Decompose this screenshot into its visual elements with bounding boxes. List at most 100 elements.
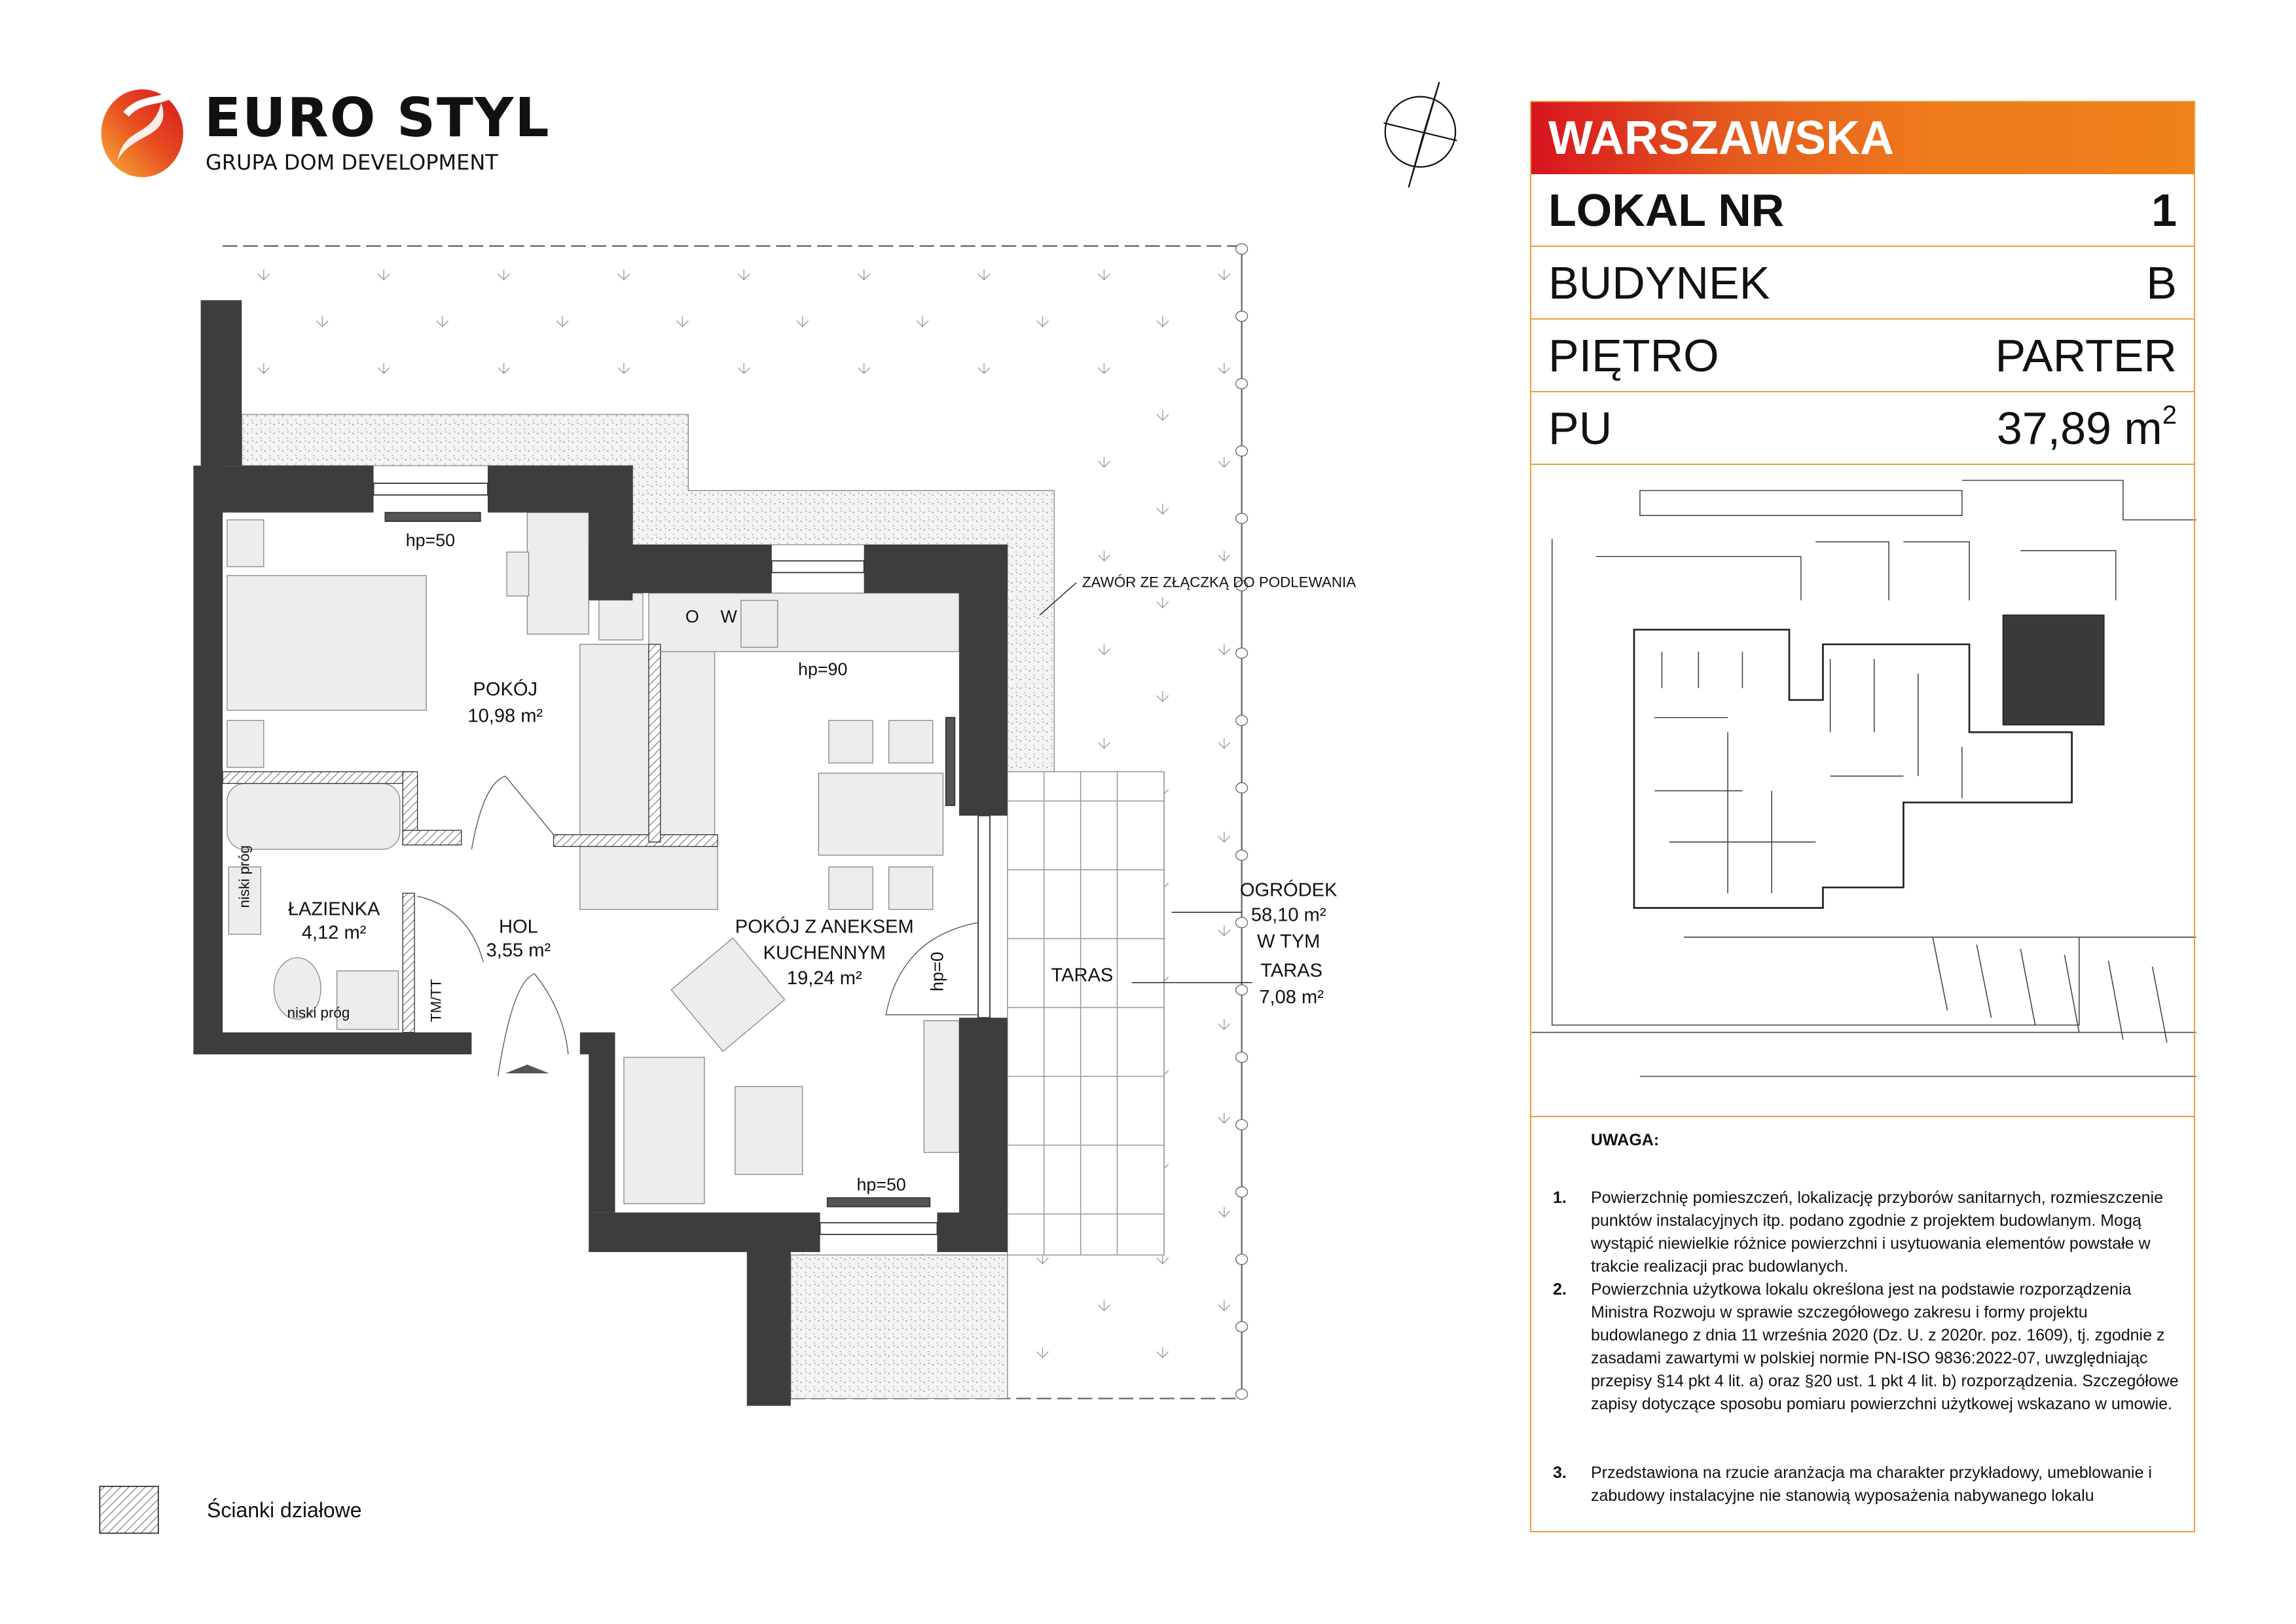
room-area-salon: 19,24 m² (787, 968, 862, 989)
grass-mark (316, 316, 329, 327)
info-row-pu: PU 37,89 m2 (1531, 392, 2194, 465)
grass-mark (1156, 1347, 1169, 1358)
area-unit-sup: 2 (2162, 400, 2177, 430)
room-area-hol: 3,55 m² (486, 940, 551, 961)
gravel-strip (241, 414, 1055, 1399)
fence-post (1235, 1253, 1248, 1265)
fence-post (1235, 1052, 1248, 1063)
hp-living: hp=50 (856, 1175, 905, 1194)
room-name-pokoj: POKÓJ (473, 678, 538, 700)
grass-mark (1036, 1347, 1049, 1358)
grass-mark (1156, 597, 1169, 608)
note-number: 2. (1553, 1280, 1567, 1299)
chair (506, 551, 530, 597)
hp-door: hp=0 (927, 952, 947, 991)
note-number: 3. (1553, 1464, 1567, 1482)
garden-terrace-area: 7,08 m² (1259, 987, 1324, 1008)
fence-post (1235, 849, 1248, 861)
grass-mark (498, 363, 510, 375)
chair (888, 720, 934, 764)
info-value: 1 (2151, 184, 2177, 236)
grass-mark (1218, 644, 1231, 655)
grass-mark (1218, 1113, 1231, 1124)
garden-incl: W TYM (1257, 931, 1320, 952)
entrance-arrow-icon (505, 1064, 549, 1074)
fence-post (1235, 714, 1248, 726)
site-plan (1531, 479, 2196, 1077)
grass-mark (1218, 925, 1231, 936)
fence-post (1235, 378, 1248, 390)
hp-kitchen: hp=90 (798, 659, 847, 679)
euro-styl-logo-icon (101, 89, 183, 177)
grass-mark (1218, 269, 1231, 281)
furniture (227, 512, 960, 1204)
grass-mark (1097, 644, 1110, 655)
grass-mark (1218, 550, 1231, 562)
room-area-pokoj: 10,98 m² (467, 705, 543, 726)
chair (888, 866, 934, 910)
info-row-pietro: PIĘTRO PARTER (1531, 320, 2194, 392)
grass-mark (916, 316, 929, 327)
info-label: PU (1548, 402, 1613, 454)
brand-subtitle: GRUPA DOM DEVELOPMENT (206, 150, 498, 175)
grass-mark (676, 316, 689, 327)
grass-mark (858, 269, 871, 281)
desk (526, 512, 589, 635)
room-area-lazienka: 4,12 m² (302, 922, 367, 943)
grass-mark (1218, 363, 1231, 375)
note-text: Powierzchnię pomieszczeń, lokalizację pr… (1591, 1189, 2163, 1276)
terrace (1007, 771, 1165, 1256)
grass-mark (257, 269, 270, 281)
grass-mark (436, 316, 449, 327)
grass-mark (1097, 550, 1110, 562)
tm-tt-label: TM/TT (428, 979, 444, 1022)
info-label: PIĘTRO (1548, 329, 1719, 381)
grass-mark (377, 363, 390, 375)
fence-post (1235, 917, 1248, 929)
kitchen-counter-top (648, 593, 960, 652)
fence-post (1235, 1118, 1248, 1130)
fence-post (1235, 1186, 1248, 1198)
grass-mark (1218, 832, 1231, 843)
fence-post (1235, 310, 1248, 322)
toilet (273, 957, 321, 1020)
grass-mark (1156, 410, 1169, 421)
label-o: O (685, 606, 699, 626)
grass-mark (617, 363, 630, 375)
annotations: hp=50 hp=90 hp=50 hp=0 O W niski próg ni… (236, 530, 1356, 1194)
wardrobe-hall (579, 844, 718, 910)
grass-mark (977, 363, 991, 375)
info-row-lokal: LOKAL NR 1 (1531, 174, 2194, 247)
fence-post (1235, 445, 1248, 457)
grass-mark (796, 316, 809, 327)
grass-mark (1156, 316, 1169, 327)
windows (373, 483, 991, 1236)
legend-partition-walls: Ścianki działowe (207, 1498, 362, 1522)
garden-name: OGRÓDEK (1240, 879, 1338, 901)
grass-mark (556, 316, 569, 327)
partition-wall-legend-swatch (99, 1485, 159, 1534)
washing-machine (336, 970, 399, 1030)
grass-mark (377, 269, 390, 281)
info-value: PARTER (1995, 329, 2177, 381)
grass-mark (858, 363, 871, 375)
investment-name: WARSZAWSKA (1531, 102, 2194, 174)
grass-mark (1097, 738, 1110, 749)
grass-mark (1036, 316, 1049, 327)
grass-mark (498, 269, 510, 281)
boiler (598, 593, 644, 640)
bed (227, 575, 427, 711)
fence-post (1235, 1388, 1248, 1400)
fence-post (1235, 984, 1248, 996)
sofa (623, 1056, 705, 1204)
armchair (670, 937, 786, 1052)
grass-mark (1218, 456, 1231, 468)
grass-mark (617, 269, 630, 281)
coffee-table (735, 1086, 803, 1175)
low-threshold-label-2: niski próg (287, 1005, 350, 1021)
grass-mark (1218, 1300, 1231, 1312)
grass-mark (737, 363, 750, 375)
grass-mark (1218, 1019, 1231, 1031)
